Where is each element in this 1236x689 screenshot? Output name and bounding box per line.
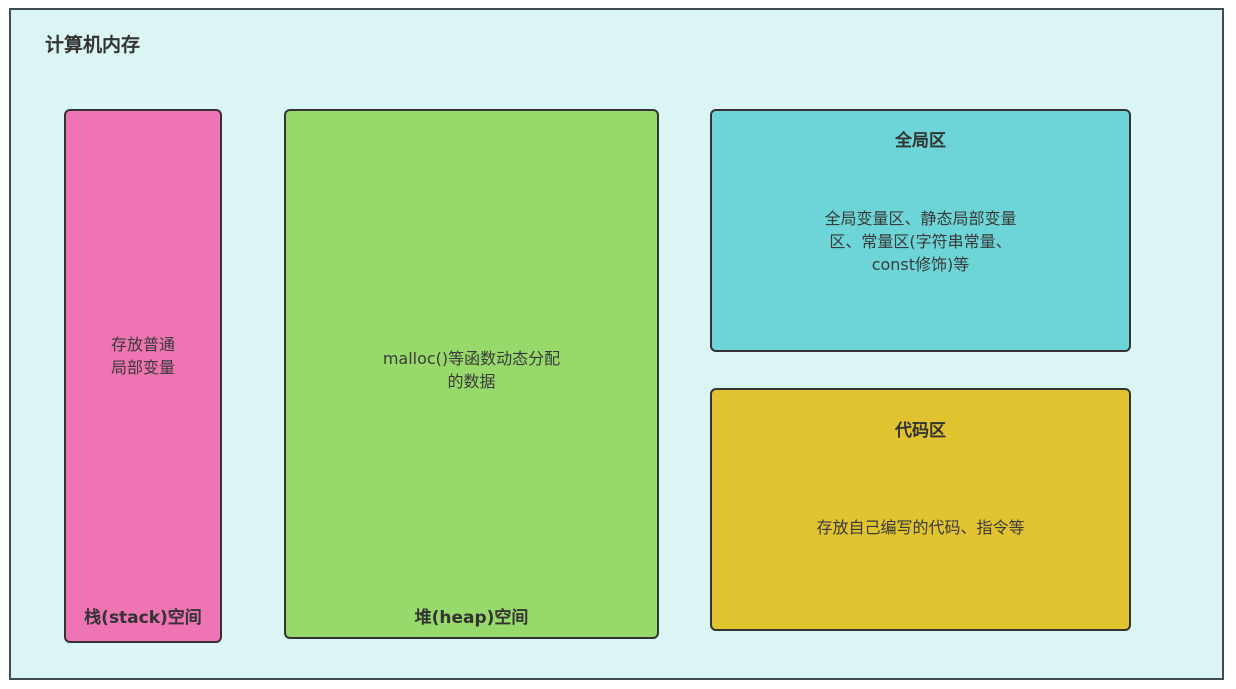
stack-region: 存放普通 局部变量 栈(stack)空间 — [64, 109, 222, 643]
global-label: 全局区 — [895, 131, 946, 151]
heap-label: 堆(heap)空间 — [414, 608, 529, 628]
stack-description: 存放普通 局部变量 — [110, 335, 175, 377]
global-region: 全局区 全局变量区、静态局部变量 区、常量区(字符串常量、 const修饰)等 — [710, 109, 1131, 352]
code-region: 代码区 存放自己编写的代码、指令等 — [710, 388, 1131, 631]
diagram-title: 计算机内存 — [45, 34, 141, 56]
heap-description: malloc()等函数动态分配 的数据 — [382, 349, 561, 391]
heap-region: malloc()等函数动态分配 的数据 堆(heap)空间 — [284, 109, 659, 639]
code-description: 存放自己编写的代码、指令等 — [816, 518, 1025, 537]
stack-label: 栈(stack)空间 — [84, 608, 202, 628]
global-description: 全局变量区、静态局部变量 区、常量区(字符串常量、 const修饰)等 — [824, 209, 1017, 274]
code-label: 代码区 — [895, 421, 946, 441]
